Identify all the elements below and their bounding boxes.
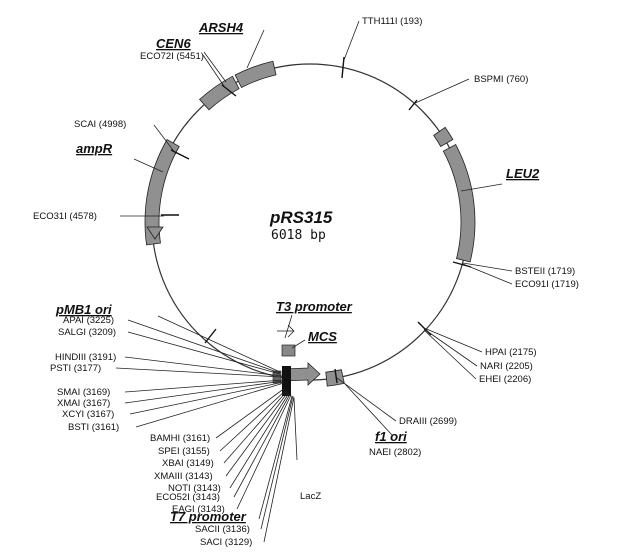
bsti-label: BSTI (3161): [68, 422, 119, 433]
naei-label: NAEI (2802): [369, 447, 421, 458]
xmaiii-leader: [225, 391, 289, 477]
t7-promoter-label: T7 promoter: [170, 509, 247, 524]
f1-ori-label: f1 ori: [375, 429, 407, 444]
arsh4-leader: [246, 29, 265, 69]
ehei-label: EHEI (2206): [479, 374, 531, 385]
draiii-tick: [334, 368, 338, 384]
plasmid-size: 6018 bp: [271, 228, 326, 243]
leu2-label: LEU2: [506, 166, 540, 181]
noti-leader: [229, 392, 290, 489]
saci-leader: [263, 396, 295, 543]
leu2-upper-arc: [433, 126, 454, 148]
eagi-leader: [236, 394, 292, 510]
ampr-arc: [144, 138, 180, 246]
scai-leader: [153, 124, 177, 155]
t7-leader: [258, 395, 293, 520]
mcs-label: MCS: [308, 329, 337, 344]
smai-label: SMAI (3169): [57, 387, 110, 398]
xcyi-label: XCYI (3167): [62, 409, 114, 420]
leu2-leader: [460, 183, 503, 192]
xmai-label: XMAI (3167): [57, 398, 110, 409]
mcs-block: [282, 366, 291, 396]
apai-label: APAI (3225): [63, 315, 114, 326]
cen6-label: CEN6: [156, 36, 191, 51]
eco72i-tick: [221, 84, 237, 97]
psti-leader: [115, 367, 283, 378]
smai-leader: [124, 379, 284, 393]
leu2-arc: [442, 143, 476, 263]
arsh4-arc: [234, 60, 277, 88]
hpai-label: HPAI (2175): [485, 347, 537, 358]
tth111i-tick: [341, 56, 345, 79]
pmb1-leader: [157, 315, 281, 373]
sacii-label: SACII (3136): [195, 524, 250, 535]
xbai-leader: [223, 390, 288, 464]
scai-label: SCAI (4998): [74, 119, 126, 130]
noti-label: NOTI (3143): [168, 483, 221, 494]
ampr-leader: [133, 158, 164, 173]
bspmi-leader: [412, 78, 470, 105]
eco72i-label: ECO72I (5451): [140, 51, 204, 62]
cen6-arc: [199, 75, 240, 111]
plasmid-name: pRS315: [269, 208, 333, 227]
eco52i-label: ECO52I (3143): [156, 492, 220, 503]
bsteii-label: BSTEII (1719): [515, 266, 575, 277]
eco31i-label: ECO31I (4578): [33, 211, 97, 222]
nari-leader: [423, 328, 478, 367]
draiii-leader: [336, 377, 397, 422]
t3-promoter-box: [281, 344, 296, 357]
ehei-leader: [423, 329, 477, 380]
tth111i-leader: [343, 20, 360, 61]
aux-tick-left: [204, 328, 217, 344]
bsti-leader: [135, 382, 285, 428]
bamhi-label: BAMHI (3161): [150, 433, 210, 444]
lacz-leader: [293, 397, 298, 461]
xmaiii-label: XMAIII (3143): [154, 471, 213, 482]
mcs-leader: [291, 339, 306, 349]
eco91i-label: ECO91I (1719): [515, 279, 579, 290]
apai-leader: [127, 319, 281, 374]
draiii-label: DRAIII (2699): [399, 416, 457, 427]
pmb1-ori-label: pMB1 ori: [55, 302, 112, 317]
psti-label: PSTI (3177): [50, 363, 101, 374]
lacz-label: LacZ: [300, 491, 321, 502]
f1-ori-arc: [325, 369, 345, 387]
t3-arrow-head: [287, 324, 295, 338]
eco91i-leader: [462, 263, 513, 285]
bspmi-label: BSPMI (760): [474, 74, 528, 85]
hindiii-leader: [124, 356, 283, 377]
arsh4-label: ARSH4: [198, 20, 244, 35]
saci-label: SACI (3129): [200, 537, 252, 548]
spei-label: SPEI (3155): [158, 446, 210, 457]
eagi-label: EAGI (3143): [172, 504, 225, 515]
nari-label: NARI (2205): [480, 361, 533, 372]
xcyi-leader: [129, 381, 285, 415]
cen6-leader: [203, 51, 227, 83]
spei-leader: [219, 389, 287, 452]
xbai-label: XBAI (3149): [162, 458, 214, 469]
t3-leader: [284, 314, 293, 339]
naei-leader: [344, 383, 393, 436]
hpai-leader: [423, 327, 483, 353]
tth111i-label: TTH111I (193): [362, 16, 422, 27]
eco72i-leader: [202, 54, 225, 87]
ampr-arrowhead: [146, 226, 164, 240]
xmai-leader: [124, 380, 284, 404]
hindiii-label: HINDIII (3191): [55, 352, 116, 363]
ampr-label: ampR: [76, 141, 113, 156]
t3-promoter-label: T3 promoter: [276, 299, 353, 314]
bamhi-leader: [215, 387, 286, 439]
eco52i-leader: [233, 393, 291, 498]
salgi-label: SALGI (3209): [58, 327, 116, 338]
salgi-leader: [127, 331, 281, 375]
bspmi-tick: [408, 99, 418, 111]
bsteii-leader: [462, 262, 513, 272]
sacii-leader: [260, 395, 294, 530]
